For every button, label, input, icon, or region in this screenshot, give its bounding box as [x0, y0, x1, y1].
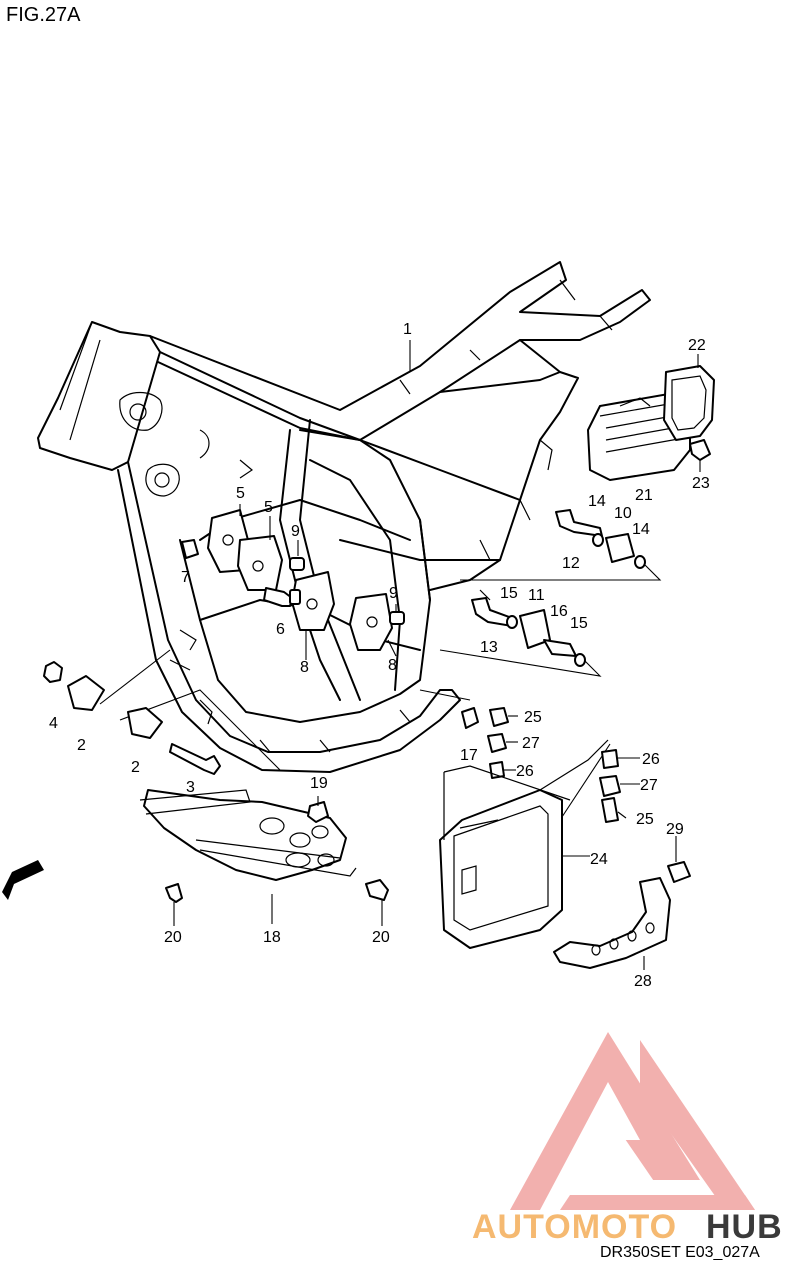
- callout-29: 29: [666, 821, 684, 838]
- callout-11: 11: [528, 587, 545, 604]
- callout-1: 1: [403, 321, 412, 338]
- callout-24: 24: [590, 851, 608, 868]
- callout-labels: 1 2 2 3 4 5 5 6 7 8 8 9 9 10 11 12 13 14…: [49, 321, 710, 990]
- watermark-text-secondary: HUB: [706, 1208, 783, 1246]
- fwd-arrow-icon: FWD: [2, 860, 44, 900]
- callout-21: 21: [635, 487, 653, 504]
- callout-12: 12: [562, 555, 580, 572]
- callout-19: 19: [310, 775, 328, 792]
- cover-22: [663, 365, 715, 441]
- bolt-23: [689, 439, 711, 461]
- skid-plate-18: [139, 789, 357, 881]
- callout-8b: 8: [388, 657, 397, 674]
- callout-leaders: [173, 340, 701, 970]
- drawing-reference-code: DR350SET E03_027A: [600, 1244, 760, 1261]
- callout-17: 17: [460, 747, 478, 764]
- bolt-25b: [601, 797, 619, 823]
- washer-14b: [634, 555, 646, 569]
- callout-20b: 20: [372, 929, 390, 946]
- bolt-29: [667, 861, 691, 883]
- callout-14a: 14: [588, 493, 606, 510]
- leader-group-1: [460, 559, 662, 581]
- bracket-2-left: [67, 675, 105, 711]
- washer-15a: [506, 615, 518, 629]
- battery-case-24: [439, 739, 609, 949]
- callout-27a: 27: [522, 735, 540, 752]
- callout-26a: 26: [642, 751, 660, 768]
- callout-3: 3: [186, 779, 195, 796]
- watermark-logo: [510, 1032, 755, 1210]
- watermark-brand: AUTOMOTO HUB: [472, 1208, 783, 1246]
- cushion-26b: [601, 749, 619, 769]
- bolt-20-left: [165, 883, 183, 903]
- callout-25a: 25: [524, 709, 542, 726]
- callout-27b: 27: [640, 777, 658, 794]
- collar-10: [605, 533, 635, 563]
- callout-22: 22: [688, 337, 706, 354]
- callout-15a: 15: [500, 585, 518, 602]
- figure-title: FIG.27A: [6, 4, 81, 26]
- callout-2a: 2: [77, 737, 86, 754]
- bolt-12: [555, 509, 603, 537]
- callout-7: 7: [181, 569, 190, 586]
- cushion-27b: [599, 775, 621, 797]
- callout-15b: 15: [570, 615, 588, 632]
- bolts: [181, 539, 405, 625]
- leader-2a: [99, 649, 171, 705]
- callout-2b: 2: [131, 759, 140, 776]
- bracket-28: [553, 877, 671, 969]
- bolt-13: [471, 597, 513, 627]
- callout-5b: 5: [264, 499, 273, 516]
- bracket-2-right: [127, 707, 163, 739]
- watermark-text-primary: AUTOMOTO: [472, 1208, 677, 1246]
- cushion-27a: [487, 733, 507, 753]
- nut-17: [461, 707, 479, 729]
- bolt-3: [169, 743, 221, 775]
- callout-8a: 8: [300, 659, 309, 676]
- callout-13: 13: [480, 639, 498, 656]
- callout-25b: 25: [636, 811, 654, 828]
- callout-26b: 26: [516, 763, 534, 780]
- cover-22-inner: [671, 375, 707, 431]
- fwd-label: FWD: [13, 863, 38, 882]
- callout-23: 23: [692, 475, 710, 492]
- callout-16: 16: [550, 603, 568, 620]
- washer-14a: [592, 533, 604, 547]
- callout-18: 18: [263, 929, 281, 946]
- callout-20a: 20: [164, 929, 182, 946]
- callout-5a: 5: [236, 485, 245, 502]
- callout-9b: 9: [389, 585, 398, 602]
- bolt-20-right: [365, 879, 389, 901]
- bolt-25a: [489, 707, 509, 727]
- grommet-19: [307, 801, 329, 823]
- spacer-16: [543, 639, 577, 657]
- washer-15b: [574, 653, 586, 667]
- leader-group-2: [439, 649, 602, 677]
- callout-10: 10: [614, 505, 632, 522]
- leader-17: [419, 689, 471, 701]
- engine-mount-plates: [207, 509, 393, 651]
- callout-28: 28: [634, 973, 652, 990]
- callout-6: 6: [276, 621, 285, 638]
- nut-4: [43, 661, 63, 683]
- callout-9a: 9: [291, 523, 300, 540]
- callout-4: 4: [49, 715, 58, 732]
- callout-14b: 14: [632, 521, 650, 538]
